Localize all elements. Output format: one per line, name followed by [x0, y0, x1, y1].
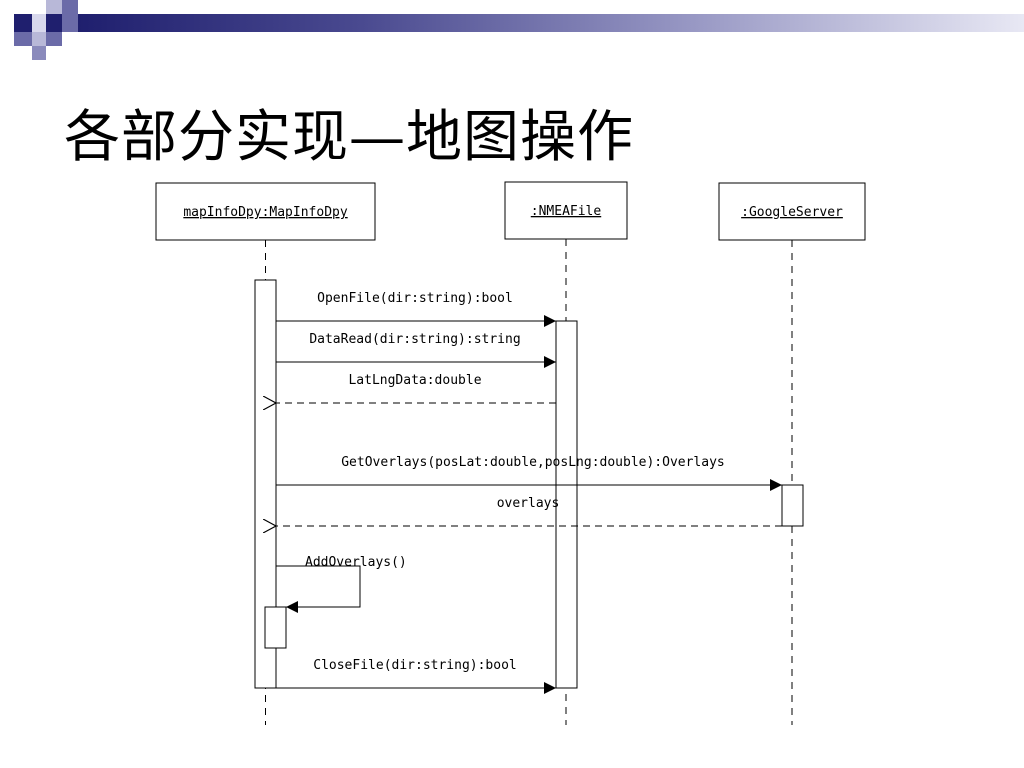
checkered-logo [0, 0, 80, 64]
activation-google [781, 484, 804, 527]
message-label-dataread: DataRead(dir:string):string [309, 332, 520, 347]
message-label-latlngdata: LatLngData:double [348, 373, 481, 388]
lifeline-label-google: :GoogleServer [741, 205, 843, 220]
message-label-overlays: overlays [497, 496, 560, 511]
activation-nmea [555, 320, 578, 689]
lifeline-head-nmea: :NMEAFile [504, 181, 628, 240]
lifeline-head-mapinfo: mapInfoDpy:MapInfoDpy [155, 182, 376, 241]
header-gradient-bar [78, 14, 1024, 32]
lifeline-label-mapinfo: mapInfoDpy:MapInfoDpy [183, 205, 348, 220]
message-label-openfile: OpenFile(dir:string):bool [317, 291, 513, 306]
lifeline-label-nmea: :NMEAFile [531, 204, 602, 219]
message-arrow-addoverlays [276, 565, 361, 613]
activation-mapinfo-nested [264, 606, 287, 649]
lifeline-head-google: :GoogleServer [718, 182, 866, 241]
activation-mapinfo [254, 279, 277, 689]
slide-title: 各部分实现—地图操作 [64, 105, 634, 170]
message-label-closefile: CloseFile(dir:string):bool [313, 658, 517, 673]
message-label-getoverlays: GetOverlays(posLat:double,posLng:double)… [341, 455, 725, 470]
message-label-addoverlays: AddOverlays() [305, 555, 407, 570]
